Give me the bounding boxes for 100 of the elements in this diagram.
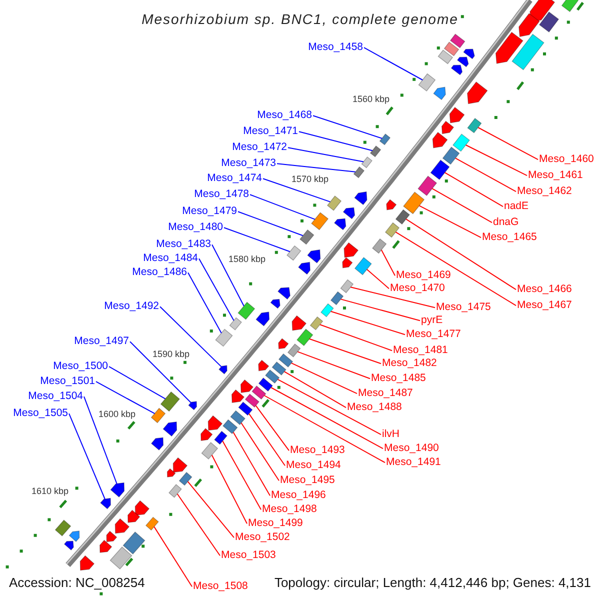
gene-block [229,317,242,330]
scale-label: 1590 kbp [151,349,191,359]
gene-label: Meso_1481 [393,344,448,356]
gene-label: Meso_1508 [193,580,248,592]
gene-marker [342,207,356,220]
leader-line [108,366,166,400]
gene-block [379,134,391,146]
leader-line [297,351,370,380]
leader-line [224,227,290,252]
leader-line [277,378,382,436]
gene-label: Meso_1477 [406,328,461,340]
gene-block [150,408,166,424]
gene-label: Meso_1468 [257,109,312,121]
gene-block [278,353,294,368]
gene-label: Meso_1470 [390,282,445,294]
gene-block [222,419,238,434]
gene-marker [278,287,290,300]
gene-label: Meso_1479 [182,205,237,217]
leader-line [364,47,424,80]
gene-block [252,386,266,400]
leader-line [84,396,118,484]
leader-line [262,178,331,202]
gene-label: Meso_1478 [194,188,249,200]
leader-line [187,481,234,538]
gene-label: Meso_1499 [248,517,303,529]
leader-line [298,131,373,152]
gene-label: nadE [504,200,529,212]
gene-label: Meso_1466 [517,283,572,295]
gene-marker [433,86,446,100]
gene-label: Meso_1458 [308,41,363,53]
leader-line [96,381,156,414]
gene-label: Meso_1492 [104,300,159,312]
leader-line [395,232,516,306]
gene-label: Meso_1501 [40,375,95,387]
leader-line [455,158,516,192]
gene-label: Meso_1469 [396,269,451,281]
gene-block [361,156,372,168]
gene-block [201,442,218,460]
scale-label: 1580 kbp [227,254,267,264]
gene-marker [110,482,125,498]
gene-label: Meso_1493 [290,444,345,456]
gene-label: Meso_1503 [221,549,276,561]
gene-label: Meso_1471 [243,125,298,137]
leader-line [418,205,482,238]
gene-block [258,378,273,392]
gene-block [403,192,425,214]
gene-marker [150,437,164,450]
leader-line [465,144,528,176]
gene-block [214,430,228,445]
gene-block [178,472,192,486]
gene-block [353,166,365,178]
genome-summary-text: Topology: circular; Length: 4,412,446 bp; Genes: 4,131 [274,575,591,590]
gene-label: Meso_1488 [347,401,402,413]
gene-label: Meso_1480 [168,221,223,233]
gene-label: Meso_1461 [528,169,583,181]
leader-line [330,310,406,336]
leader-line [406,218,516,290]
gene-label: Meso_1490 [384,442,439,454]
scale-label: 1560 kbp [351,94,391,104]
gene-label: ilvH [382,428,400,440]
gene-marker [162,422,178,437]
leader-line [284,371,346,408]
gene-block [370,146,382,158]
leader-line [264,395,386,464]
leader-line [270,387,384,450]
leader-line [276,163,356,172]
leader-line [188,272,222,334]
gene-marker [456,56,469,68]
gene-label: dnaG [493,216,519,228]
gene-label: Meso_1465 [482,231,537,243]
leader-line [478,127,538,160]
leader-line [212,244,244,306]
leader-line [366,268,390,290]
gene-label: Meso_1494 [286,459,341,471]
gene-block [238,402,253,416]
gene-marker [270,298,280,309]
gene-block [384,222,400,238]
gene-label: Meso_1467 [517,299,572,311]
scale-label: 1600 kbp [97,409,137,419]
gene-label: Meso_1474 [207,172,262,184]
gene-label: Meso_1487 [358,387,413,399]
leader-line [340,298,420,322]
leader-line [255,405,290,452]
leader-line [154,526,192,588]
gene-block [310,316,324,330]
gene-marker [298,262,310,275]
gene-marker [354,191,368,206]
leader-line [160,306,222,368]
gene-marker [188,401,197,410]
gene-block [467,118,482,134]
gene-block [272,362,286,376]
gene-block [430,160,450,180]
gene-block [300,229,314,245]
gene-block [372,238,387,254]
gene-block [418,176,438,196]
leader-line [250,194,316,220]
gene-label: Meso_1486 [132,266,187,278]
gene-label: Meso_1484 [143,252,198,264]
gene-block [215,328,233,347]
leader-line [248,413,286,466]
